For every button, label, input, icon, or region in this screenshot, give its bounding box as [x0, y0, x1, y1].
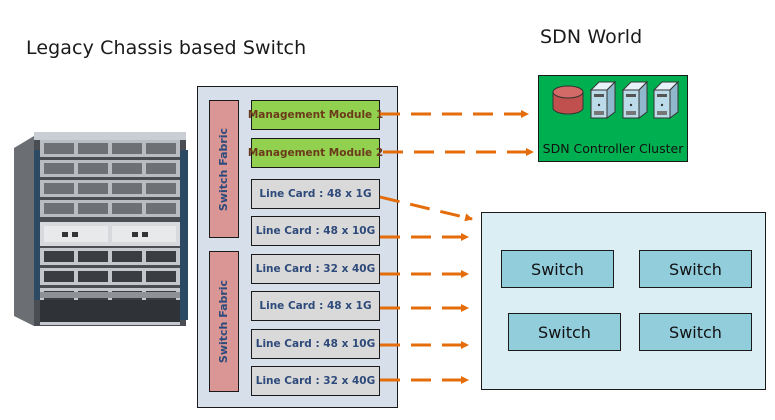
- management-module-1: Management Module 1: [248, 100, 383, 130]
- line-card-5: Line Card : 48 x 10G: [251, 329, 380, 359]
- line-card-3: Line Card : 32 x 40G: [251, 254, 380, 284]
- line-card-1: Line Card : 48 x 1G: [251, 179, 380, 209]
- chassis-switch-photo-icon: [14, 132, 188, 326]
- line-card-2: Line Card : 48 x 10G: [251, 216, 380, 246]
- server-icon: [621, 80, 649, 119]
- arrow-line-card-1: [379, 195, 473, 222]
- switch-fabric-1: Switch Fabric: [209, 100, 239, 238]
- switch-4: Switch: [639, 313, 752, 351]
- line-card-6: Line Card : 32 x 40G: [251, 366, 380, 396]
- line-card-4: Line Card : 48 x 1G: [251, 291, 380, 321]
- switch-2: Switch: [639, 250, 752, 288]
- sdn-controller-cluster: SDN Controller Cluster: [538, 75, 688, 162]
- sdn-world-title: SDN World: [540, 26, 643, 48]
- management-module-2: Management Module 2: [248, 138, 383, 168]
- switch-fabric-2: Switch Fabric: [209, 251, 239, 392]
- sdn-controller-label: SDN Controller Cluster: [542, 141, 684, 156]
- database-icon: [552, 85, 584, 115]
- server-icon: [652, 80, 680, 119]
- server-icon: [589, 80, 617, 119]
- switch-1: Switch: [501, 250, 614, 288]
- sdn-network: [481, 212, 766, 390]
- switch-3: Switch: [508, 313, 621, 351]
- legacy-switch-title: Legacy Chassis based Switch: [26, 37, 307, 59]
